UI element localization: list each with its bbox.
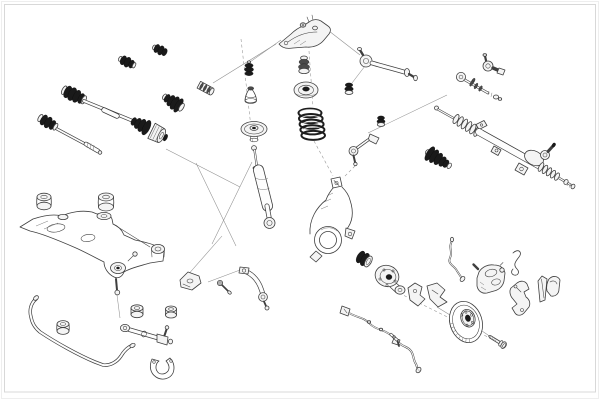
retaining-clip	[511, 250, 521, 276]
piston-rod-stop	[244, 60, 254, 76]
control-arm-bolt	[216, 279, 232, 295]
bump-stop	[298, 55, 310, 75]
wheel-hub	[374, 264, 406, 295]
guide-joint-lever	[348, 133, 380, 167]
brake-hose-lower	[391, 337, 422, 374]
subframe-bushing-left	[36, 192, 52, 211]
support-wedge	[179, 271, 202, 291]
cv-joint-small-b	[152, 44, 168, 56]
strut-mount-bracket	[278, 14, 331, 49]
drive-shaft-inner	[37, 114, 103, 155]
inner-tie-rod	[455, 72, 503, 101]
tie-rod-end-small	[482, 53, 506, 76]
spring-seat	[240, 121, 268, 143]
stabilizer-clamp	[149, 357, 175, 380]
tie-rod-end	[357, 47, 418, 82]
coil-spring	[297, 107, 327, 141]
steering-rack	[434, 105, 576, 190]
subframe-bushing-right	[97, 192, 115, 212]
steering-bellow-boot	[424, 146, 452, 169]
drive-shaft-outer	[61, 85, 168, 143]
brake-hose-upper	[448, 236, 466, 282]
control-arm-rear	[120, 323, 173, 346]
abs-sensor	[339, 305, 400, 347]
leader-lines	[116, 30, 503, 345]
cv-boot-spare	[162, 93, 185, 113]
stabilizer-bar	[28, 295, 136, 367]
subframe-crossmember	[19, 210, 165, 296]
cv-joint-small-a	[118, 55, 137, 69]
shock-absorber	[251, 145, 276, 229]
brake-caliper	[472, 262, 506, 294]
brake-disc	[449, 301, 483, 343]
stabilizer-bushing	[56, 320, 70, 335]
mounting-bush	[376, 115, 386, 127]
control-arm-bushing-b	[165, 305, 177, 319]
wheel-screw	[488, 335, 507, 349]
axle-bolt	[196, 80, 215, 96]
lock-nut	[344, 82, 354, 95]
brake-pads	[537, 275, 561, 303]
strut-bearing	[293, 81, 319, 99]
caliper-carrier	[509, 280, 531, 316]
dust-boot	[244, 86, 257, 104]
wheel-bearing	[355, 250, 373, 268]
control-arm-bushing-a	[130, 304, 144, 319]
steering-knuckle	[309, 176, 356, 263]
control-arm-front	[238, 266, 270, 311]
splash-shield-brackets	[407, 282, 448, 308]
